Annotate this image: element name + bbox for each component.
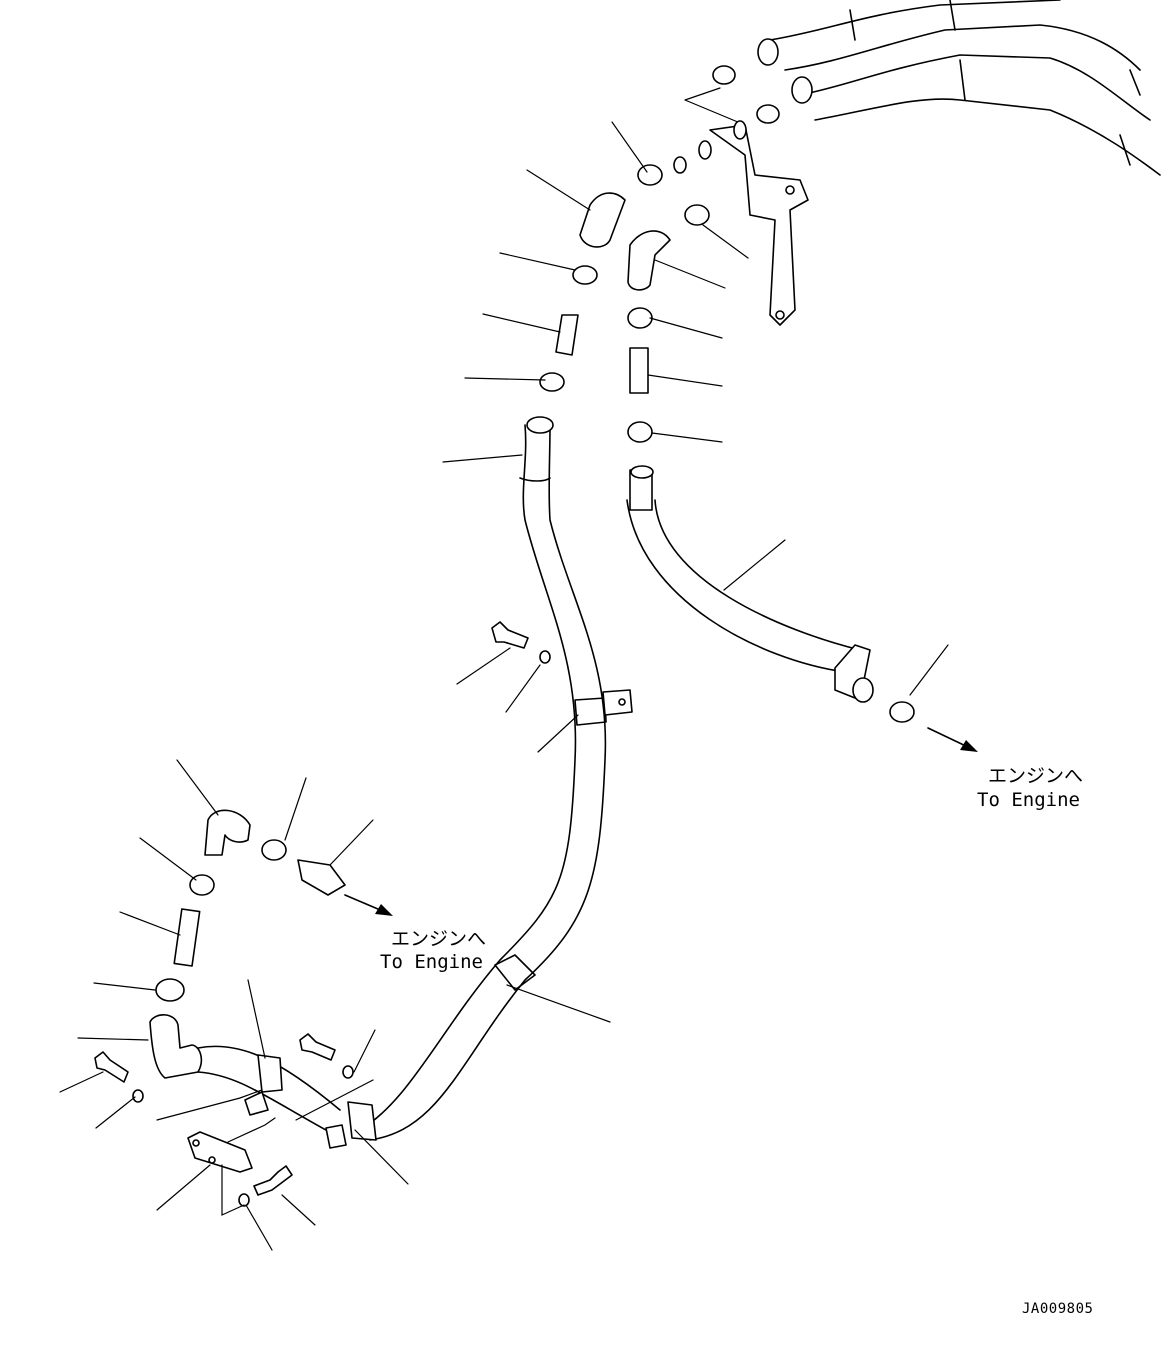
hose-elbow-bottom xyxy=(149,1014,203,1079)
short-pipe-lower xyxy=(173,908,201,967)
washer-3 xyxy=(342,1065,354,1079)
lower-pipe-assembly xyxy=(77,979,377,1149)
hose-clamp-engine-right xyxy=(889,701,915,723)
hose-clamp-d xyxy=(539,372,565,392)
bolt-4 xyxy=(253,1165,293,1196)
short-pipe-left xyxy=(555,314,579,356)
bolt-3 xyxy=(299,1033,336,1061)
main-hose-right xyxy=(626,465,978,752)
hose-clamp-f xyxy=(627,421,653,443)
upper-fittings xyxy=(539,164,710,443)
hose-end-upper-2 xyxy=(791,76,813,104)
hose-end-main-left xyxy=(526,416,554,434)
pipe-stub-2 xyxy=(698,140,712,160)
hose-clamp-bracket-1 xyxy=(602,689,633,716)
hose-elbow-right xyxy=(627,230,671,291)
hose-end-engine-right xyxy=(852,677,874,703)
hose-clamp-g xyxy=(261,839,287,861)
connector-fitting xyxy=(297,859,346,896)
main-hose-left xyxy=(359,416,633,1141)
bottom-bolts xyxy=(59,984,611,1251)
bolt-2 xyxy=(94,1051,129,1083)
washer-2 xyxy=(132,1089,144,1103)
bolt-group-middle xyxy=(456,621,579,753)
upper-hoses xyxy=(757,0,1161,176)
hose-clamp-e xyxy=(627,307,653,329)
short-pipe-right xyxy=(629,347,649,394)
hose-end-upper-1 xyxy=(757,38,779,66)
engine-label-right-en: To Engine xyxy=(977,789,1080,811)
engine-label-right-jp: エンジンへ xyxy=(988,765,1083,787)
bolt-1 xyxy=(491,621,529,649)
engine-label-left-jp: エンジンへ xyxy=(391,928,486,950)
hose-clamp-i xyxy=(155,978,185,1002)
clamp-tab-2 xyxy=(325,1124,347,1149)
clamp-bracket-bottom xyxy=(187,1131,253,1173)
hose-clamp-c xyxy=(572,265,598,285)
pipe-stub-1 xyxy=(733,120,747,140)
clamp-band-1 xyxy=(257,1054,283,1093)
hose-clamp-b xyxy=(684,204,710,226)
lower-left-fittings xyxy=(93,759,393,1002)
pipe-stub-3 xyxy=(673,156,687,174)
hose-clamp-top-1 xyxy=(712,65,736,85)
clamp-band-2 xyxy=(347,1101,377,1141)
engine-label-left-en: To Engine xyxy=(380,951,483,973)
hose-clamp-top-2 xyxy=(756,104,780,124)
drawing-code: JA009805 xyxy=(1022,1301,1093,1317)
washer-4 xyxy=(238,1193,250,1207)
clamp-tab-1 xyxy=(244,1091,269,1116)
top-clamps xyxy=(684,65,780,126)
washer-1 xyxy=(539,650,551,664)
leader-lines-upper xyxy=(442,121,749,463)
hose-clamp-a xyxy=(637,164,663,186)
hose-elbow-lower xyxy=(204,809,251,856)
hose-elbow-left xyxy=(579,192,626,248)
heater-bracket xyxy=(673,120,809,326)
